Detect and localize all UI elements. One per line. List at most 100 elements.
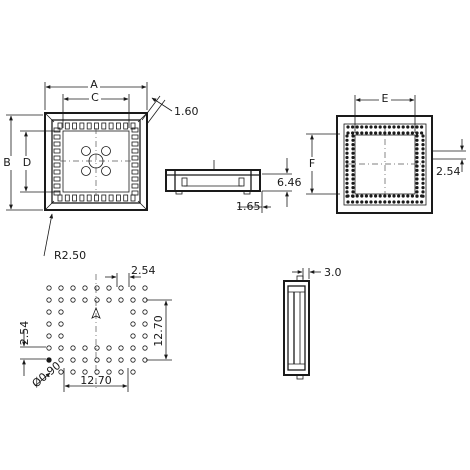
pin-dot	[397, 125, 401, 129]
contact-slot	[53, 141, 61, 147]
pin-dot	[355, 194, 359, 198]
footprint-hole	[82, 285, 88, 291]
pin-dot	[345, 134, 349, 138]
pin-dot	[345, 194, 349, 198]
footprint-hole	[58, 357, 64, 363]
footprint-hole	[130, 357, 136, 363]
pin-dot	[397, 131, 401, 135]
footprint-hole	[106, 297, 112, 303]
pin-dot	[364, 125, 368, 129]
footprint-hole	[130, 321, 136, 327]
pin-dot	[415, 190, 419, 194]
footprint-hole	[70, 357, 76, 363]
footprint-hole	[70, 297, 76, 303]
footprint-hole	[142, 333, 148, 339]
pin-dot	[383, 194, 387, 198]
footprint-hole	[118, 345, 124, 351]
footprint-hole	[46, 297, 52, 303]
pin-dot	[378, 125, 382, 129]
pin-dot	[410, 131, 414, 135]
pin-dot	[383, 125, 387, 129]
footprint-hole	[94, 345, 100, 351]
pin-dot	[369, 125, 373, 129]
bottom-pin-grid	[345, 125, 425, 204]
footprint-hole-pin1	[46, 357, 52, 363]
pin-dot	[351, 177, 355, 181]
footprint-hole	[130, 369, 136, 375]
pin-dot	[383, 200, 387, 204]
pin-dot	[401, 131, 405, 135]
pin-dot	[364, 200, 368, 204]
pin-dot	[421, 143, 425, 147]
pin-dot	[351, 168, 355, 172]
footprint-hole	[58, 309, 64, 315]
pin-dot	[374, 125, 378, 129]
pin-dot	[355, 125, 359, 129]
contact-slot	[101, 194, 107, 202]
pin-dot	[421, 173, 425, 177]
pin-dot	[369, 131, 373, 135]
pin-dot	[345, 173, 349, 177]
contact-slot	[86, 122, 92, 130]
footprint-hole	[94, 285, 100, 291]
dimension-f: F	[305, 133, 340, 195]
pin-dot	[351, 164, 355, 168]
label-3-0: 3.0	[324, 266, 342, 279]
contact-slot	[101, 122, 107, 130]
pin-dot	[374, 194, 378, 198]
contact-slot	[123, 122, 129, 130]
footprint-hole	[70, 285, 76, 291]
footprint-hole	[142, 321, 148, 327]
pin-dot	[421, 151, 425, 155]
footprint-hole	[118, 369, 124, 375]
socket-contact-slots	[53, 122, 139, 202]
pin-dot	[355, 200, 359, 204]
footprint-hole	[46, 321, 52, 327]
pin-dot	[421, 190, 425, 194]
footprint-hole	[46, 345, 52, 351]
contact-slot	[131, 134, 139, 140]
pin-dot	[421, 160, 425, 164]
pin-dot	[351, 131, 355, 135]
pin-dot	[421, 186, 425, 190]
pin-dot	[421, 134, 425, 138]
label-2-54-top: 2.54	[131, 264, 156, 277]
footprint-hole	[142, 309, 148, 315]
contact-slot	[130, 194, 136, 202]
label-b: B	[3, 156, 11, 169]
pin-dot	[420, 200, 424, 204]
socket-bottom-view	[336, 115, 433, 214]
pin-dot	[415, 160, 419, 164]
footprint-hole-grid	[46, 285, 148, 375]
dimension-c: C	[62, 91, 130, 128]
pin-dot	[360, 194, 364, 198]
contact-slot	[53, 169, 61, 175]
dimension-r2-50: R2.50	[43, 213, 86, 262]
footprint-hole	[130, 345, 136, 351]
pin-dot	[387, 194, 391, 198]
pin-dot	[364, 194, 368, 198]
pin-dot	[415, 186, 419, 190]
pin-dot	[392, 131, 396, 135]
pin-dot	[355, 131, 359, 135]
contact-slot	[131, 176, 139, 182]
footprint-hole	[58, 369, 64, 375]
pin-dot	[351, 200, 355, 204]
pin-dot	[360, 200, 364, 204]
contact-slot	[86, 194, 92, 202]
pin-dot	[401, 125, 405, 129]
contact-slot	[130, 122, 136, 130]
socket-section-view	[283, 275, 310, 380]
footprint-hole	[94, 357, 100, 363]
label-1-60: 1.60	[174, 105, 199, 118]
pin-dot	[345, 168, 349, 172]
footprint-hole	[58, 297, 64, 303]
dimension-12-70-vertical: 12.70	[146, 299, 172, 361]
dimension-12-70-horizontal: 12.70	[63, 368, 129, 392]
contact-slot	[123, 194, 129, 202]
pin-dot	[406, 131, 410, 135]
pin-dot	[345, 147, 349, 151]
dimension-phi-0-90: Ø0.90	[30, 359, 64, 390]
pin-dot	[397, 200, 401, 204]
